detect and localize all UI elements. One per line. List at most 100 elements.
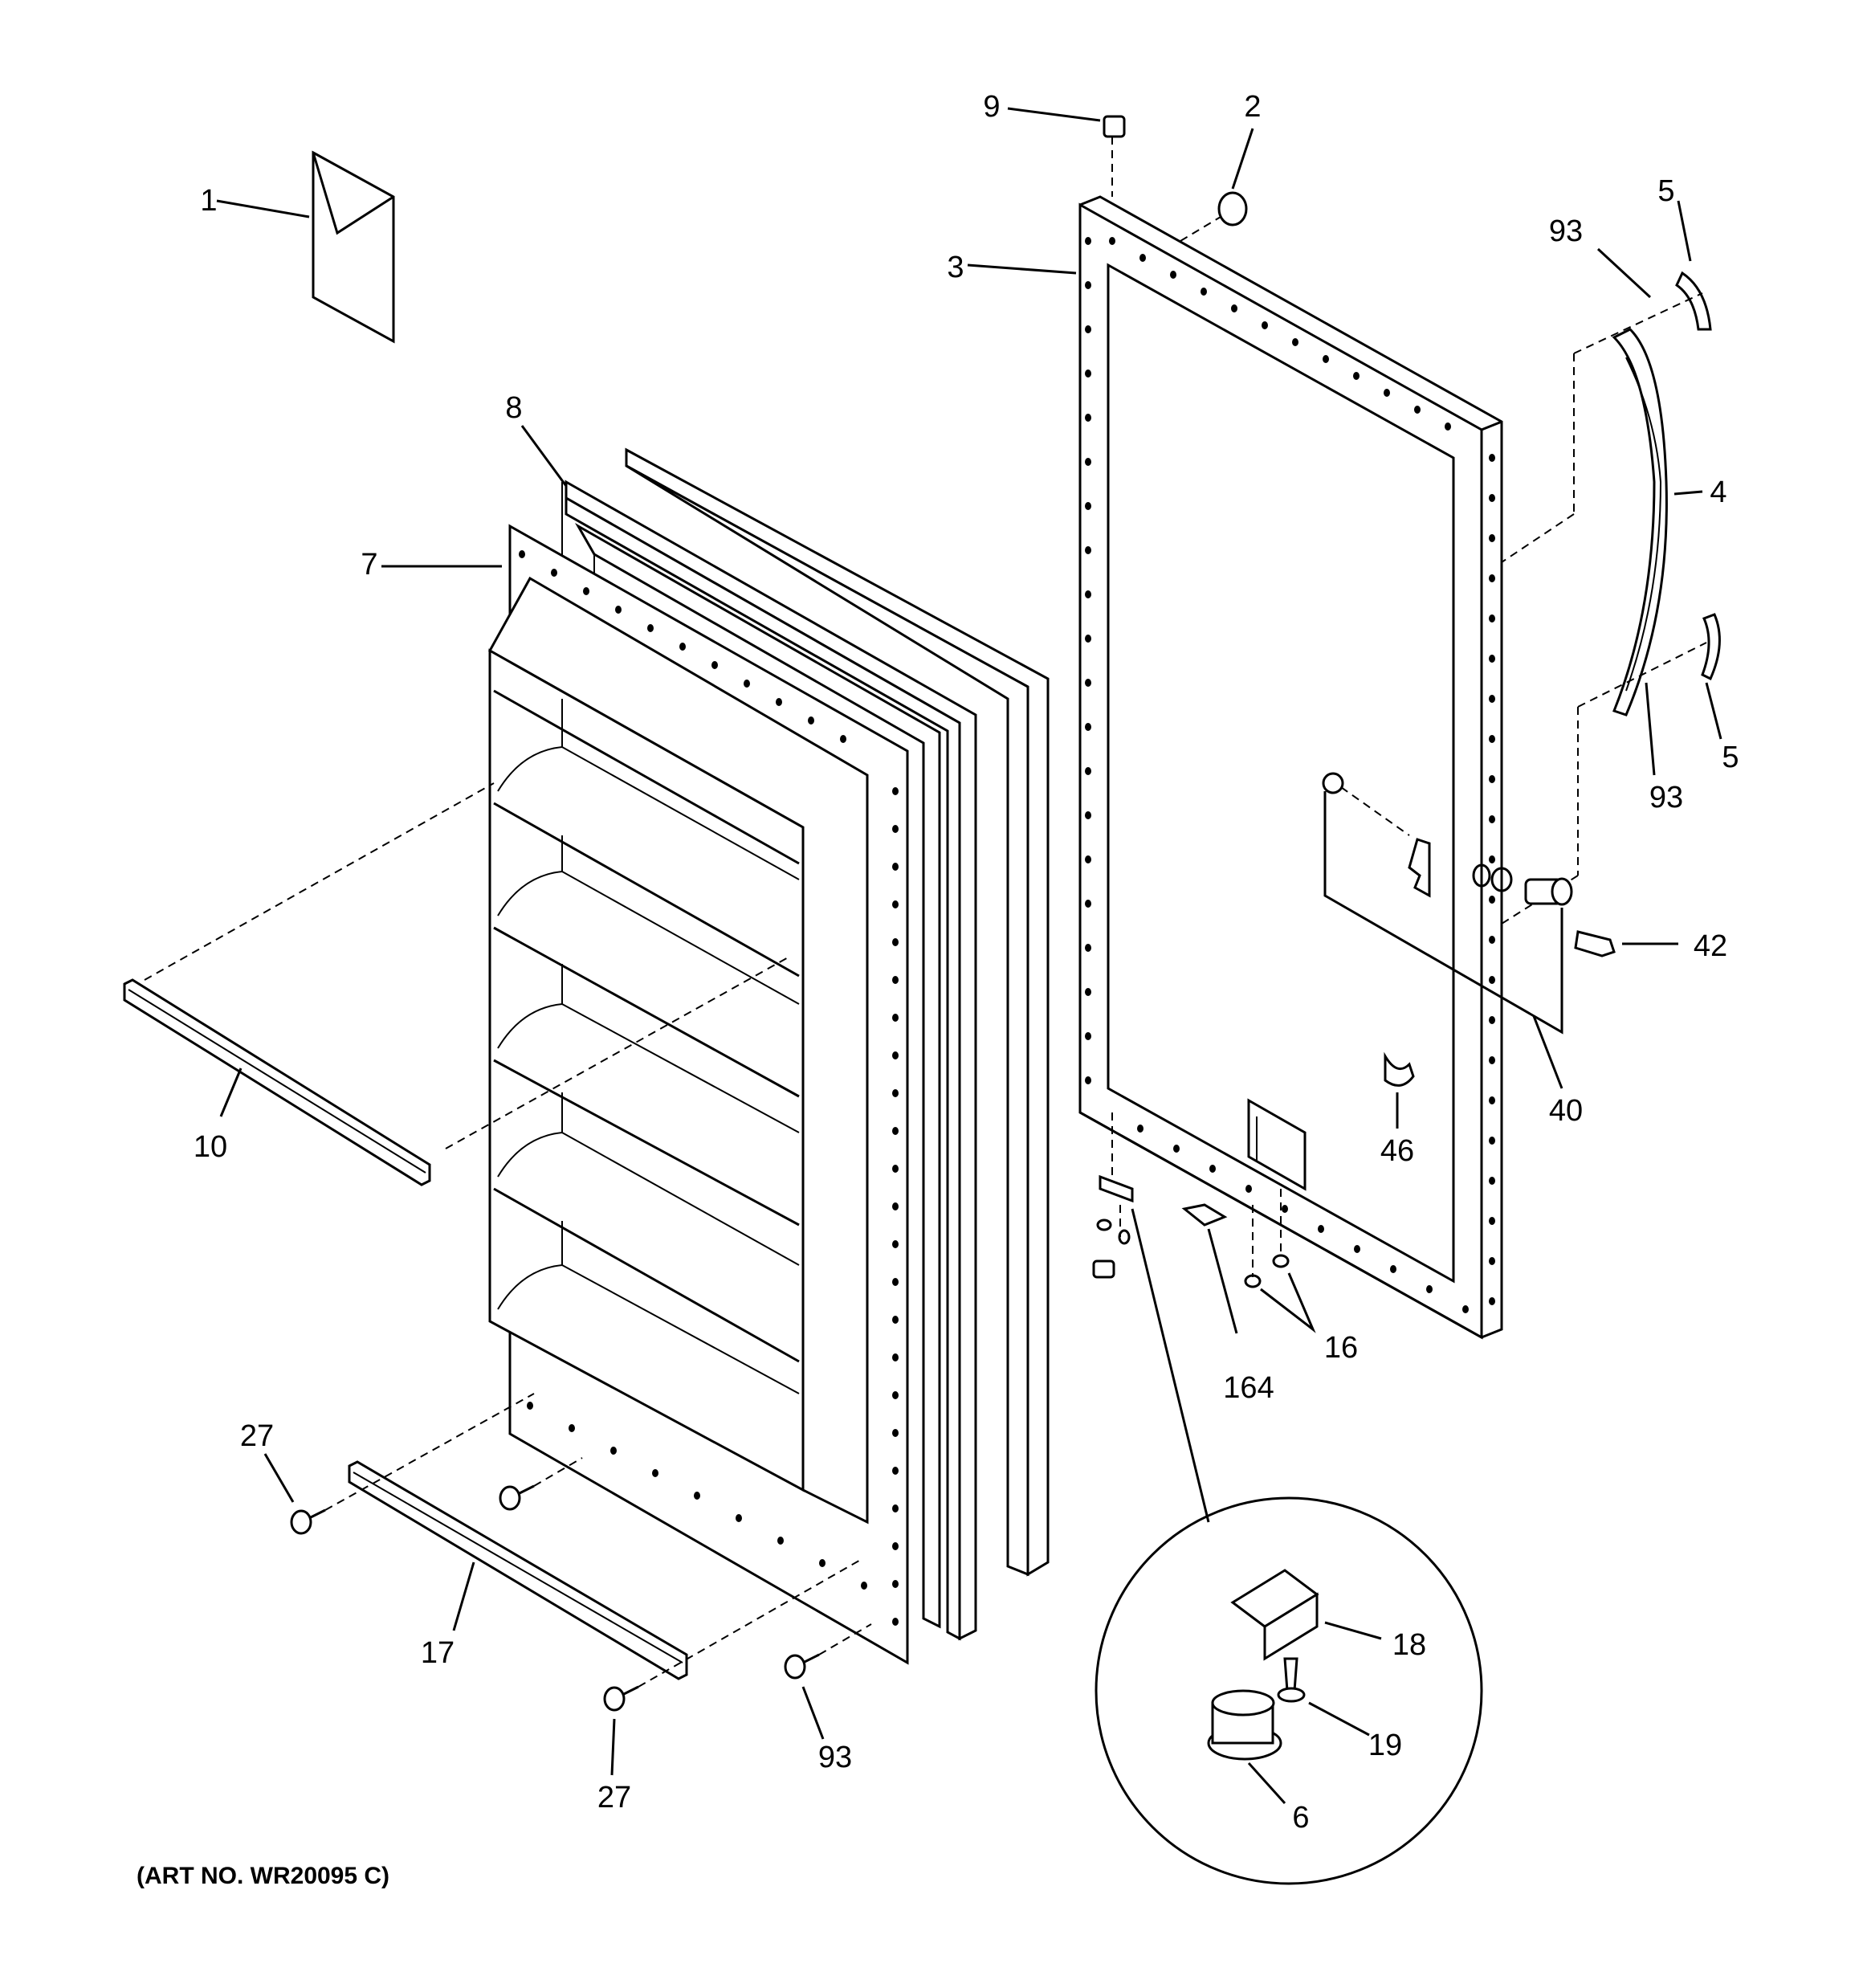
callout-93-lower: 93 (818, 1741, 852, 1774)
part-4-handle (1501, 200, 1722, 925)
callout-93-right: 93 (1649, 781, 1683, 814)
callout-1: 1 (200, 184, 217, 218)
mounting-hole (1489, 655, 1495, 663)
mounting-hole (1085, 679, 1091, 687)
mounting-hole (1489, 896, 1495, 904)
art-number: (ART NO. WR20095 C) (137, 1863, 389, 1889)
mounting-hole (1262, 321, 1268, 329)
mounting-hole (1085, 590, 1091, 598)
callout-4: 4 (1710, 476, 1726, 509)
mounting-hole (1173, 1145, 1180, 1153)
mounting-hole (1489, 1217, 1495, 1225)
detail-circle (1095, 1496, 1483, 1885)
callout-46: 46 (1380, 1134, 1414, 1168)
mounting-hole (1085, 414, 1091, 422)
callout-93-upper: 93 (1549, 214, 1583, 248)
mounting-hole (1489, 1096, 1495, 1104)
mounting-hole (892, 1580, 899, 1588)
mounting-hole (892, 863, 899, 871)
mounting-hole (892, 1202, 899, 1210)
callout-42: 42 (1694, 929, 1727, 963)
mounting-hole (808, 716, 814, 725)
mounting-hole (647, 624, 654, 632)
mounting-hole (1245, 1185, 1252, 1193)
part-10-shelf-bar (123, 782, 792, 1186)
callout-164: 164 (1223, 1371, 1274, 1405)
mounting-hole (892, 825, 899, 833)
mounting-hole (1137, 1125, 1143, 1133)
callout-27-lower: 27 (597, 1781, 631, 1815)
mounting-hole (1085, 635, 1091, 643)
callout-2: 2 (1244, 90, 1261, 124)
mounting-hole (1489, 1056, 1495, 1064)
callout-labels: 1 2 3 4 5 5 6 7 8 9 10 16 17 18 19 27 27… (194, 90, 1739, 1835)
mounting-hole (1318, 1225, 1324, 1233)
callout-16: 16 (1324, 1331, 1358, 1365)
mounting-hole (1209, 1165, 1216, 1173)
mounting-hole (569, 1424, 575, 1432)
mounting-hole (1085, 767, 1091, 775)
mounting-hole (1085, 723, 1091, 731)
mounting-hole (551, 569, 557, 577)
mounting-hole (892, 1467, 899, 1475)
pin-27-upper (263, 1393, 535, 1535)
mounting-hole (1085, 458, 1091, 466)
hinge-hardware (1092, 1112, 1316, 1523)
mounting-hole (1085, 1076, 1091, 1084)
callout-27-upper: 27 (240, 1419, 274, 1453)
mounting-hole (652, 1469, 658, 1477)
mounting-hole (892, 1127, 899, 1135)
mounting-hole (1282, 1205, 1288, 1213)
mounting-hole (1201, 288, 1207, 296)
mounting-hole (892, 1504, 899, 1512)
mounting-hole (892, 1542, 899, 1550)
part-7-door-liner (381, 524, 909, 1665)
mounting-hole (527, 1402, 533, 1410)
mounting-hole (1489, 494, 1495, 502)
mounting-hole (892, 1014, 899, 1022)
mounting-hole (892, 1618, 899, 1626)
mounting-hole (610, 1447, 617, 1455)
mounting-hole (1353, 372, 1360, 380)
mounting-hole (1489, 855, 1495, 863)
mounting-hole (1109, 237, 1115, 245)
mounting-hole (1085, 811, 1091, 819)
mounting-hole (1390, 1265, 1396, 1273)
mounting-hole (694, 1492, 700, 1500)
callout-19: 19 (1368, 1729, 1402, 1762)
mounting-hole (519, 550, 525, 558)
mounting-hole (1170, 271, 1176, 279)
callout-7: 7 (361, 548, 377, 582)
mounting-hole (1489, 936, 1495, 944)
mounting-hole (1085, 988, 1091, 996)
mounting-hole (1231, 304, 1237, 312)
mounting-hole (892, 1278, 899, 1286)
mounting-hole (1085, 237, 1091, 245)
mounting-hole (1445, 423, 1451, 431)
mounting-hole (1085, 502, 1091, 510)
callout-5-upper: 5 (1657, 174, 1674, 208)
push-pins (263, 1393, 872, 1776)
pin-mid (499, 1457, 583, 1511)
mounting-hole (1489, 976, 1495, 984)
mounting-hole (1489, 574, 1495, 582)
mounting-hole (840, 735, 846, 743)
mounting-hole (1489, 534, 1495, 542)
mounting-hole (1489, 775, 1495, 783)
pin-93-lower (784, 1623, 872, 1740)
mounting-hole (1323, 355, 1329, 363)
part-46-clip (1384, 1051, 1415, 1129)
mounting-hole (892, 976, 899, 984)
part-17-bottom-bar (348, 1460, 688, 1680)
callout-5-lower: 5 (1722, 741, 1739, 774)
mounting-hole (892, 1089, 899, 1097)
mounting-hole (819, 1559, 826, 1567)
mounting-hole (1085, 281, 1091, 289)
mounting-hole (892, 1391, 899, 1399)
mounting-hole (679, 643, 686, 651)
callout-17: 17 (421, 1636, 455, 1670)
mounting-hole (1489, 1257, 1495, 1265)
mounting-hole (892, 900, 899, 908)
mounting-hole (1489, 1177, 1495, 1185)
